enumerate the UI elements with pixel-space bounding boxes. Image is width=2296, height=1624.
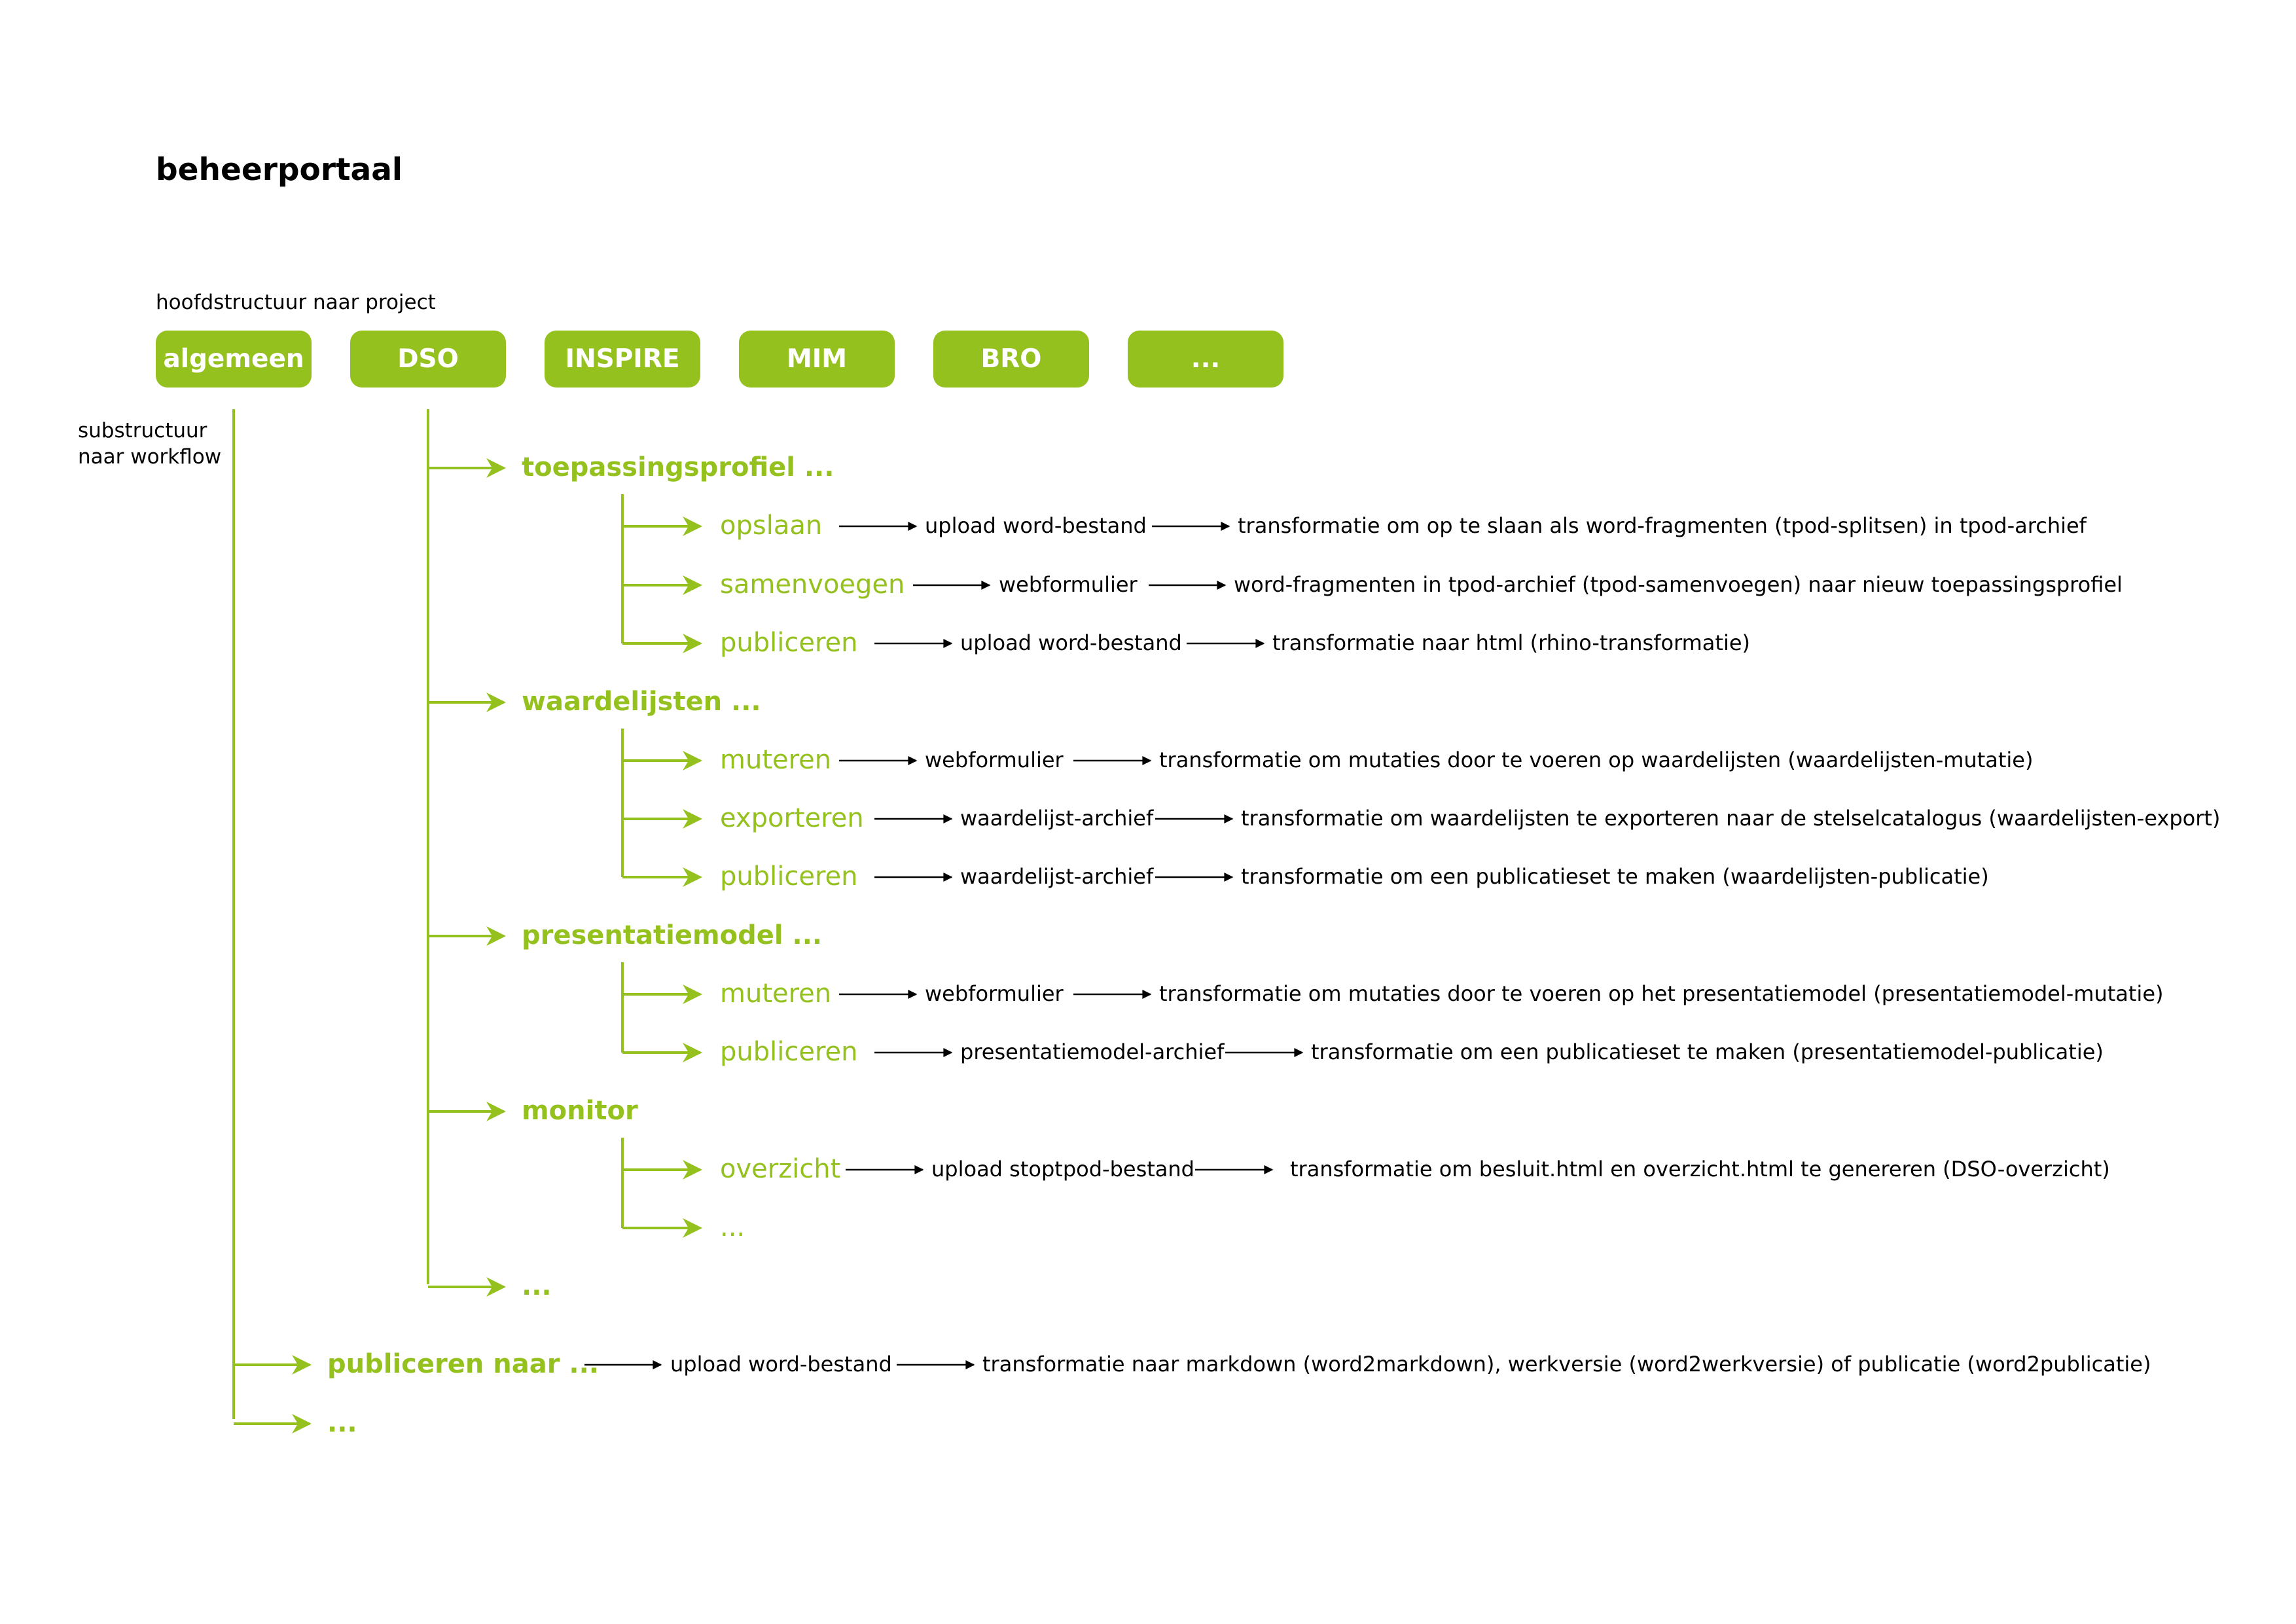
project-tab-inspire[interactable]: INSPIRE: [545, 331, 700, 388]
workflow-exporteren[interactable]: exporteren: [720, 803, 864, 834]
section-toepassingsprofiel[interactable]: toepassingsprofiel ...: [522, 452, 834, 483]
project-tab-mim[interactable]: MIM: [739, 331, 895, 388]
workflow-input: upload word-bestand: [925, 513, 1147, 539]
project-tab-bro[interactable]: BRO: [933, 331, 1089, 388]
workflow-input: waardelijst-archief: [960, 806, 1154, 831]
project-tab-more[interactable]: ...: [1128, 331, 1283, 388]
workflow-result: word-fragmenten in tpod-archief (tpod-sa…: [1234, 572, 2123, 598]
workflow-result: transformatie om mutaties door te voeren…: [1159, 748, 2034, 773]
workflow-result: transformatie om waardelijsten te export…: [1241, 806, 2221, 831]
workflow-input: presentatiemodel-archief: [960, 1039, 1225, 1065]
workflow-more[interactable]: ...: [720, 1212, 745, 1243]
section-presentatiemodel[interactable]: presentatiemodel ...: [522, 920, 823, 951]
sub-structure-label: substructuur naar workflow: [78, 419, 222, 469]
workflow-input: webformulier: [999, 572, 1138, 598]
workflow-result: transformatie om een publicatieset te ma…: [1311, 1039, 2104, 1065]
project-tab-dso[interactable]: DSO: [350, 331, 506, 388]
workflow-result: transformatie om een publicatieset te ma…: [1241, 864, 1989, 890]
item-more[interactable]: ...: [327, 1408, 357, 1439]
item-publiceren-naar[interactable]: publiceren naar ...: [327, 1349, 599, 1380]
workflow-input: webformulier: [925, 748, 1064, 773]
workflow-input: waardelijst-archief: [960, 864, 1154, 890]
section-monitor[interactable]: monitor: [522, 1096, 638, 1127]
section-more[interactable]: ...: [522, 1271, 552, 1302]
page-title: beheerportaal: [156, 152, 403, 188]
workflow-result: transformatie naar html (rhino-transform…: [1272, 630, 1751, 656]
workflow-result: transformatie naar markdown (word2markdo…: [982, 1352, 2151, 1377]
workflow-publiceren[interactable]: publiceren: [720, 628, 858, 659]
workflow-input: upload word-bestand: [670, 1352, 892, 1377]
workflow-input: webformulier: [925, 981, 1064, 1007]
workflow-opslaan[interactable]: opslaan: [720, 511, 823, 541]
workflow-samenvoegen[interactable]: samenvoegen: [720, 569, 905, 600]
workflow-publiceren[interactable]: publiceren: [720, 1037, 858, 1068]
workflow-result: transformatie om besluit.html en overzic…: [1290, 1157, 2110, 1182]
workflow-result: transformatie om op te slaan als word-fr…: [1238, 513, 2087, 539]
section-waardelijsten[interactable]: waardelijsten ...: [522, 687, 761, 717]
project-tab-algemeen[interactable]: algemeen: [156, 331, 312, 388]
workflow-input: upload word-bestand: [960, 630, 1182, 656]
workflow-muteren[interactable]: muteren: [720, 745, 832, 776]
workflow-publiceren[interactable]: publiceren: [720, 861, 858, 892]
workflow-result: transformatie om mutaties door te voeren…: [1159, 981, 2164, 1007]
workflow-input: upload stoptpod-bestand: [931, 1157, 1194, 1182]
workflow-muteren[interactable]: muteren: [720, 979, 832, 1009]
main-structure-label: hoofdstructuur naar project: [156, 291, 436, 314]
workflow-overzicht[interactable]: overzicht: [720, 1154, 841, 1185]
